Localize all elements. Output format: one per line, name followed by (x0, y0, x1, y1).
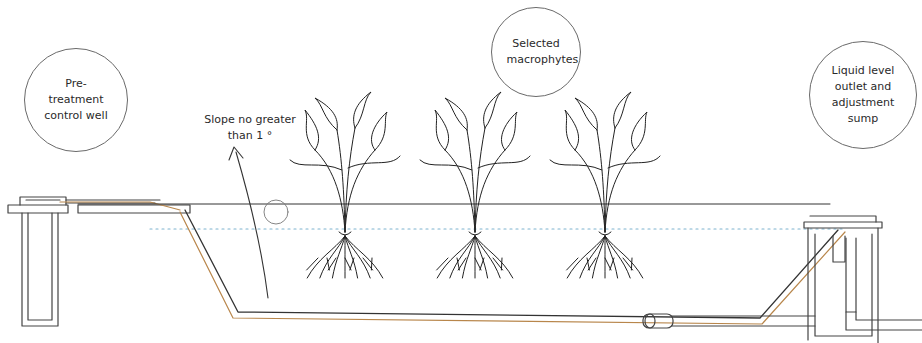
plant-stroke (348, 156, 400, 168)
plant-stroke (592, 236, 605, 278)
plant-stroke (435, 110, 449, 150)
circle-label: Liquid level outlet and adjustment sump (828, 63, 899, 127)
plant-stroke (605, 236, 606, 278)
plant-stroke (437, 258, 448, 270)
plant-stroke (350, 258, 354, 270)
plant-stroke (550, 160, 602, 170)
plant-stroke (608, 156, 660, 168)
circle-label: Pre-treatment control well (42, 76, 111, 124)
plant-stroke (567, 258, 578, 270)
plant-stroke (345, 236, 383, 278)
plant-stroke (501, 112, 517, 150)
plant-stroke (478, 156, 530, 168)
plant-stroke (420, 160, 472, 170)
plant-stroke (320, 236, 345, 278)
plant-stroke (614, 92, 631, 128)
plant-stroke (328, 258, 336, 270)
plant-stroke (610, 258, 614, 270)
plant-stroke (565, 110, 579, 150)
plant-stroke (484, 92, 501, 128)
plant-stroke (462, 236, 475, 278)
plant-stroke (501, 258, 503, 270)
plant-stroke (307, 236, 345, 278)
plant-stroke (437, 236, 475, 278)
plant-stroke (631, 112, 647, 150)
plant-stroke (623, 258, 633, 270)
plant-stroke (337, 130, 345, 232)
plant-stroke (445, 150, 475, 232)
plant-stroke (315, 150, 345, 232)
plant-stroke (605, 236, 643, 278)
plant-stroke (371, 112, 387, 150)
plant-stroke (475, 236, 513, 278)
plant-stroke (631, 258, 633, 270)
plant-stroke (467, 130, 475, 232)
plant-stroke (450, 236, 475, 278)
circle-label: Selected macrophytes (507, 36, 566, 68)
plant-stroke (567, 236, 605, 278)
plant-stroke (307, 258, 318, 270)
plant-stroke (345, 236, 346, 278)
plant-stroke (597, 130, 605, 232)
plant-stroke (315, 98, 337, 130)
label-circle: Liquid level outlet and adjustment sump (809, 41, 917, 149)
slope-note: Slope no greater than 1 ° (200, 112, 300, 144)
plant-stroke (599, 232, 611, 235)
plant-stroke (605, 128, 615, 232)
plant-stroke (475, 236, 476, 278)
plant-stroke (458, 258, 466, 270)
plant-stroke (575, 150, 605, 232)
plant-stroke (339, 232, 351, 235)
plant-stroke (371, 258, 373, 270)
plant-stroke (445, 98, 467, 130)
plant-stroke (332, 236, 345, 278)
plant-stroke (290, 160, 342, 170)
plant-stroke (363, 258, 373, 270)
label-circle: Selected macrophytes (491, 7, 581, 97)
plant-stroke (354, 92, 371, 128)
plant-stroke (345, 128, 355, 232)
label-circle: Pre-treatment control well (24, 48, 128, 152)
plant-stroke (575, 98, 597, 130)
plant-stroke (493, 258, 503, 270)
plant-stroke (480, 258, 484, 270)
plant-stroke (469, 232, 481, 235)
plant-stroke (305, 110, 319, 150)
plant-stroke (588, 258, 596, 270)
plant-stroke (475, 128, 485, 232)
plant-stroke (580, 236, 605, 278)
